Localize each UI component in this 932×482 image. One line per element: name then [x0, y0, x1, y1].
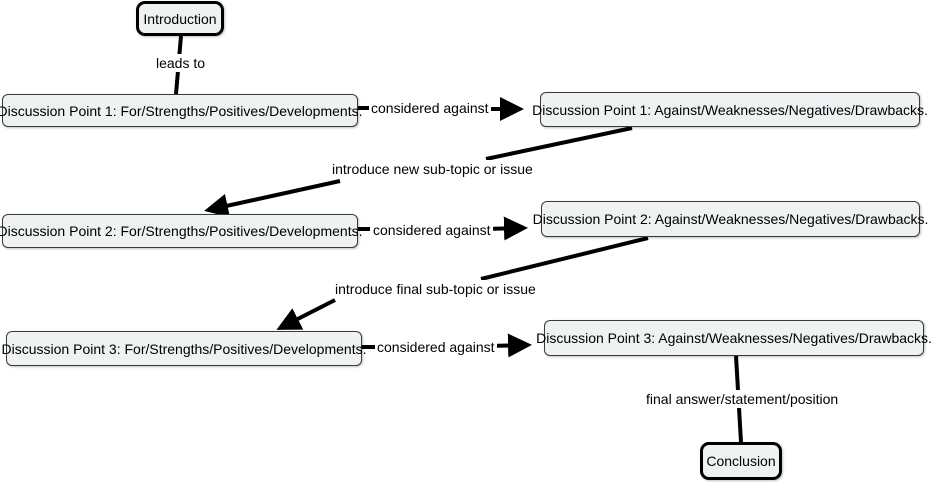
node-conclusion: Conclusion: [700, 442, 782, 480]
label-final-answer: final answer/statement/position: [644, 390, 841, 408]
label-final-subtopic: introduce final sub-topic or issue: [333, 280, 538, 298]
label-considered-against-1: considered against: [369, 99, 491, 117]
node-point3-for: Discussion Point 3: For/Strengths/Positi…: [2, 331, 366, 366]
node-point1-for: Discussion Point 1: For/Strengths/Positi…: [0, 94, 362, 127]
node-point1-against: Discussion Point 1: Against/Weaknesses/N…: [532, 92, 928, 127]
arrow-final-subtopic: [276, 298, 336, 330]
node-point2-against: Discussion Point 2: Against/Weaknesses/N…: [533, 201, 928, 237]
connector-against3-to-label: [734, 355, 740, 391]
label-considered-against-3: considered against: [375, 338, 497, 356]
connector-label-to-conclusion: [737, 407, 743, 443]
arrow-new-subtopic: [204, 179, 341, 218]
label-leads-to: leads to: [154, 54, 208, 72]
connector-new-subtopic-upper: [485, 126, 633, 161]
node-introduction: Introduction: [136, 1, 224, 36]
connector-final-subtopic-upper: [480, 236, 649, 281]
node-point3-against: Discussion Point 3: Against/Weaknesses/N…: [536, 320, 932, 356]
label-new-subtopic: introduce new sub-topic or issue: [330, 160, 535, 178]
node-point2-for: Discussion Point 2: For/Strengths/Positi…: [0, 214, 362, 248]
label-considered-against-2: considered against: [371, 221, 493, 239]
